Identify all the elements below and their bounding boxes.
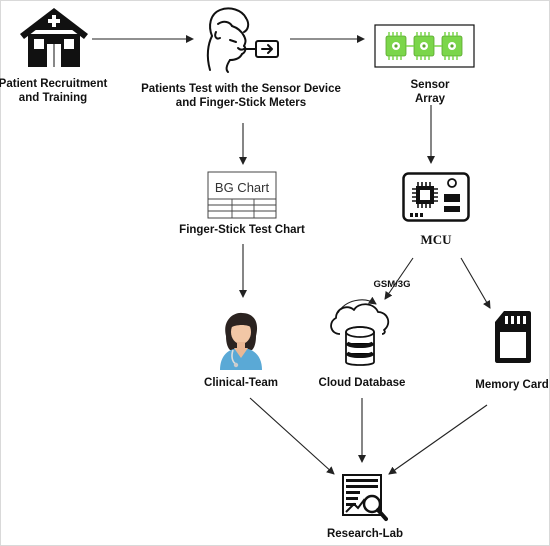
- label-patients-test: Patients Test with the Sensor Device and…: [141, 82, 341, 110]
- arrow-memory-to-research: [388, 404, 488, 475]
- cloud-database-icon: [330, 303, 390, 366]
- research-analysis-icon: [342, 474, 388, 521]
- label-clinical-team: Clinical-Team: [204, 377, 278, 389]
- label-research-lab: Research-Lab: [326, 528, 404, 540]
- bg-chart-title: BG Chart: [215, 180, 270, 195]
- patient-breath-test-icon: [206, 7, 279, 73]
- label-patient-recruitment: Patient Recruitment and Training: [0, 77, 107, 105]
- label-finger-stick-chart: Finger-Stick Test Chart: [179, 224, 305, 236]
- microcontroller-board-icon: [402, 172, 470, 222]
- label-patients-test-line1: Patients Test with the Sensor Device: [141, 83, 341, 95]
- label-gsm-3g: GSM/3G: [373, 279, 411, 290]
- label-memory-card: Memory Card: [475, 379, 549, 391]
- nurse-icon: [220, 312, 262, 370]
- label-patients-test-line2: and Finger-Stick Meters: [175, 97, 307, 109]
- sensor-array-icon: [374, 24, 475, 68]
- sd-card-icon: [495, 311, 531, 363]
- arrow-clinical-to-research: [249, 397, 335, 475]
- hospital-icon: [20, 8, 88, 67]
- label-cloud-database: Cloud Database: [318, 377, 406, 389]
- label-sensor-array-line2: Array: [414, 93, 446, 105]
- bg-chart-icon: BG Chart: [207, 171, 277, 219]
- label-mcu: MCU: [420, 232, 452, 247]
- label-sensor-array-line1: Sensor: [410, 79, 450, 91]
- arrow-mcu-to-memory: [460, 257, 491, 309]
- label-patient-recruitment-line1: Patient Recruitment: [0, 78, 108, 90]
- label-patient-recruitment-line2: and Training: [18, 92, 88, 104]
- arrow-mcu-to-cloud: [384, 257, 414, 300]
- label-sensor-array: Sensor Array: [411, 78, 450, 106]
